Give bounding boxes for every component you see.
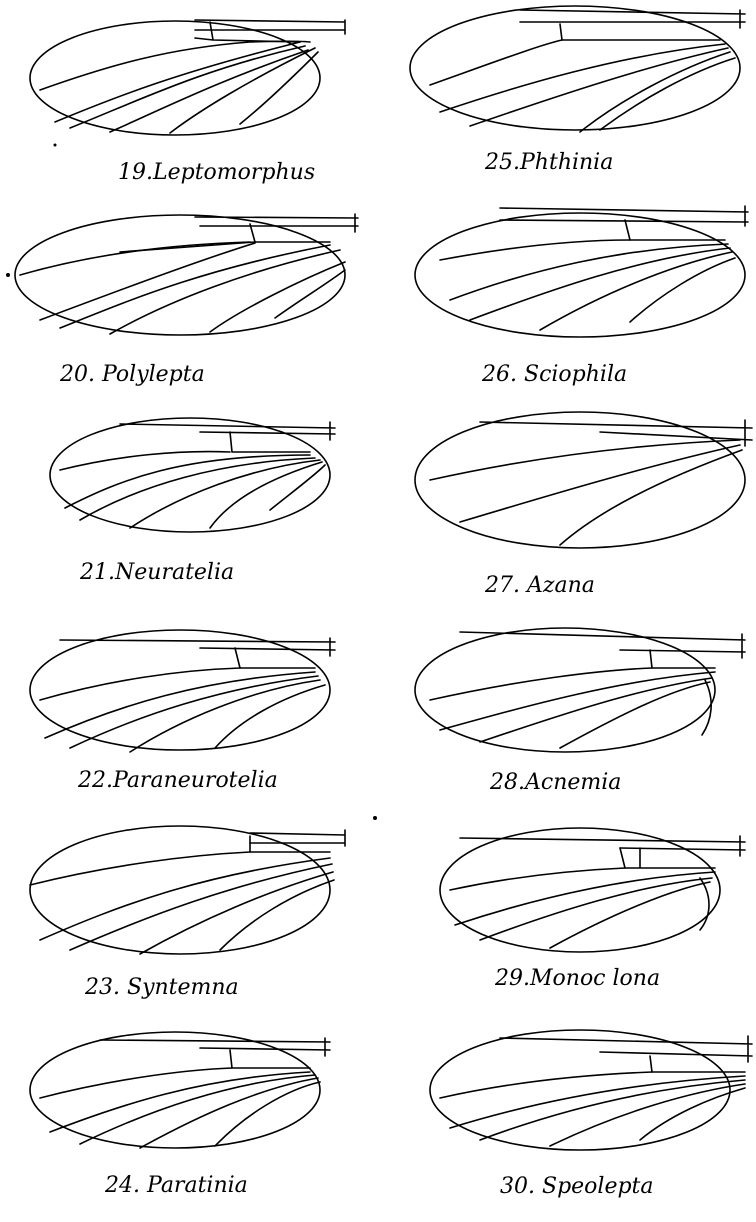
caption-figure-30: 30. Speolepta — [500, 1176, 654, 1198]
caption-figure-20: 20. Polylepta — [60, 364, 205, 386]
caption-figure-26: 26. Sciophila — [482, 364, 627, 386]
caption-figure-27: 27. Azana — [485, 575, 595, 597]
wing-figure-21 — [50, 418, 335, 532]
wing-figure-25 — [410, 6, 745, 132]
caption-figure-28: 28.Acnemia — [490, 772, 621, 794]
wing-figure-24 — [30, 1032, 330, 1148]
wing-figure-29 — [440, 828, 745, 952]
stray-mark-dot — [54, 144, 57, 147]
wing-figure-28 — [415, 628, 745, 752]
caption-figure-22: 22.Paraneurotelia — [78, 770, 278, 792]
wing-figure-30 — [430, 1030, 752, 1150]
wing-figure-27 — [415, 412, 752, 548]
wing-figure-22 — [30, 630, 335, 752]
wing-figure-23 — [30, 826, 345, 954]
wing-figure-20 — [6, 214, 358, 335]
caption-figure-29: 29.Monoc lona — [495, 968, 660, 990]
caption-figure-21: 21.Neuratelia — [80, 562, 234, 584]
caption-figure-19: 19.Leptomorphus — [118, 162, 315, 184]
wing-figure-19 — [30, 20, 345, 135]
caption-figure-25: 25.Phthinia — [485, 152, 613, 174]
caption-figure-23: 23. Syntemna — [85, 977, 239, 999]
wing-figure-26 — [415, 206, 748, 337]
stray-mark-dot — [373, 816, 377, 820]
caption-figure-24: 24. Paratinia — [105, 1175, 248, 1197]
